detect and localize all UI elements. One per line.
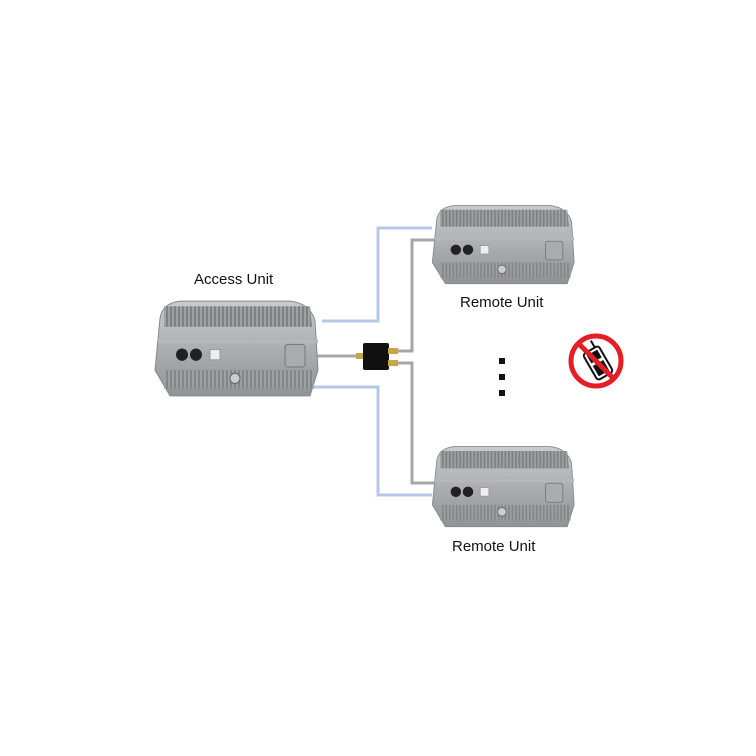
access-unit-label: Access Unit	[194, 271, 274, 288]
coax-line-bottom	[398, 361, 434, 485]
remote-unit-bottom-label: Remote Unit	[452, 538, 536, 555]
no-mobile-phone-icon	[568, 333, 624, 389]
fiber-line-top	[322, 226, 432, 323]
remote-unit-bottom-device	[431, 446, 575, 528]
access-unit-device	[154, 300, 319, 397]
fiber-line-bottom	[258, 385, 432, 497]
splitter-icon	[356, 343, 398, 370]
coax-line-top	[398, 238, 434, 353]
ellipsis-vertical-icon	[499, 358, 505, 396]
remote-unit-top-device	[431, 205, 575, 285]
remote-unit-top-label: Remote Unit	[460, 294, 544, 311]
